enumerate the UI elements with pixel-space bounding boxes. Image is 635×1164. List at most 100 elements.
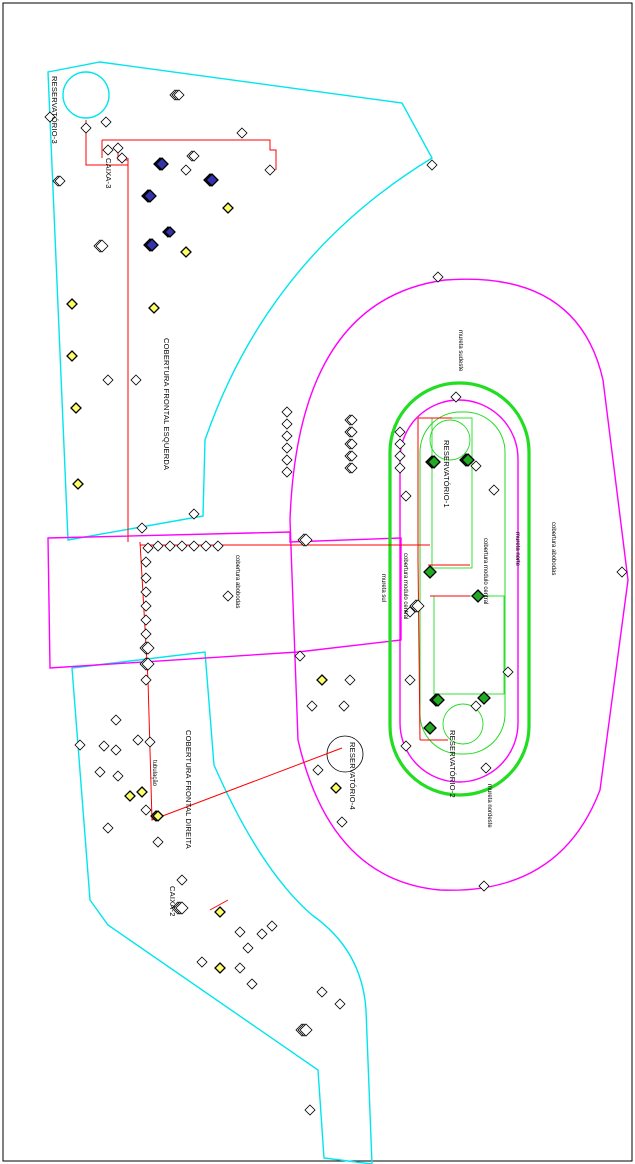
post-marker bbox=[338, 700, 350, 712]
post-marker bbox=[281, 466, 293, 478]
label-tubulacao: tubulação bbox=[151, 760, 157, 787]
post-marker bbox=[136, 786, 148, 798]
post-marker bbox=[234, 926, 246, 938]
label-cobertura-abobodas-2: cobertura abobodas bbox=[550, 522, 556, 575]
modulo-central-outer-outline bbox=[388, 381, 531, 797]
post-marker bbox=[394, 426, 406, 438]
post-marker bbox=[132, 734, 144, 746]
post-marker bbox=[477, 691, 491, 705]
post-marker bbox=[152, 540, 164, 552]
label-reservatorio-2: RESERVATÓRIO-2 bbox=[448, 730, 457, 798]
post-marker bbox=[299, 1023, 313, 1037]
post-marker bbox=[110, 744, 122, 756]
post-marker bbox=[294, 650, 306, 662]
post-marker bbox=[400, 490, 412, 502]
post-marker bbox=[164, 226, 176, 238]
post-marker bbox=[148, 302, 160, 314]
marker-layer bbox=[44, 89, 628, 1116]
post-marker bbox=[140, 556, 152, 568]
post-marker bbox=[54, 175, 66, 187]
post-marker bbox=[152, 810, 164, 822]
post-marker bbox=[212, 540, 224, 552]
post-marker bbox=[344, 674, 356, 686]
post-marker bbox=[616, 566, 628, 578]
post-marker bbox=[141, 641, 155, 655]
label-reservatorio-3: RESERVATÓRIO-3 bbox=[50, 76, 59, 144]
post-marker bbox=[246, 978, 258, 990]
post-marker bbox=[461, 453, 475, 467]
post-marker bbox=[471, 589, 485, 603]
post-marker bbox=[152, 836, 164, 848]
post-marker bbox=[394, 462, 406, 474]
post-marker bbox=[470, 460, 482, 472]
post-marker bbox=[140, 804, 152, 816]
post-marker bbox=[140, 572, 152, 584]
post-marker bbox=[394, 450, 406, 462]
post-marker bbox=[404, 674, 416, 686]
post-marker bbox=[188, 540, 200, 552]
post-marker bbox=[426, 159, 438, 171]
post-marker bbox=[281, 406, 293, 418]
post-marker bbox=[140, 600, 152, 612]
post-marker bbox=[140, 586, 152, 598]
modulo-central-box-2 bbox=[433, 595, 505, 695]
post-marker bbox=[140, 628, 152, 640]
post-marker bbox=[124, 790, 136, 802]
post-marker bbox=[196, 956, 208, 968]
post-marker bbox=[330, 782, 342, 794]
post-marker bbox=[164, 540, 176, 552]
post-marker bbox=[281, 442, 293, 454]
label-caixa-3: CAIXA-3 bbox=[104, 158, 113, 189]
post-marker bbox=[72, 478, 84, 490]
abobodas-connector-outline bbox=[47, 531, 402, 669]
cobertura-frontal-esquerda-outline bbox=[47, 61, 433, 541]
post-marker bbox=[346, 426, 358, 438]
post-marker bbox=[304, 1104, 316, 1116]
post-marker bbox=[155, 157, 169, 171]
post-marker bbox=[222, 590, 234, 602]
label-cobertura-modulo-central-1: cobertura modulo central bbox=[482, 538, 488, 604]
label-cobertura-frontal-direita: COBERTURA FRONTAL DIREITA bbox=[184, 730, 193, 849]
post-marker bbox=[404, 606, 416, 618]
post-marker bbox=[502, 666, 514, 678]
label-cobertura-abobodas-1: cobertura abobodas bbox=[234, 555, 240, 608]
post-marker bbox=[102, 374, 114, 386]
post-marker bbox=[102, 144, 114, 156]
post-marker bbox=[336, 816, 348, 828]
post-marker bbox=[112, 770, 124, 782]
post-marker bbox=[281, 430, 293, 442]
post-marker bbox=[478, 880, 490, 892]
abobodas-stadium-outline bbox=[289, 278, 629, 891]
post-marker bbox=[488, 484, 500, 496]
post-marker bbox=[480, 762, 492, 774]
post-marker bbox=[281, 454, 293, 466]
post-marker bbox=[136, 522, 148, 534]
post-marker bbox=[143, 189, 157, 203]
post-marker bbox=[70, 402, 82, 414]
post-marker bbox=[334, 998, 346, 1010]
post-marker bbox=[281, 418, 293, 430]
abobodas-inner-outline bbox=[399, 399, 519, 783]
post-marker bbox=[205, 173, 219, 187]
post-marker bbox=[242, 942, 254, 954]
post-marker bbox=[264, 164, 276, 176]
label-cobertura-modulo-central-2: cobertura modulo central bbox=[402, 553, 408, 619]
post-marker bbox=[346, 414, 358, 426]
post-marker bbox=[214, 962, 226, 974]
post-marker bbox=[94, 766, 106, 778]
post-marker bbox=[236, 127, 248, 139]
post-marker bbox=[173, 89, 185, 101]
post-marker bbox=[346, 438, 358, 450]
post-marker bbox=[423, 721, 437, 735]
post-marker bbox=[140, 674, 152, 686]
label-reservatorio-4: RESERVATÓRIO-4 bbox=[348, 742, 357, 810]
post-marker bbox=[312, 764, 324, 776]
post-marker bbox=[100, 116, 112, 128]
label-mureta-norte: mureta norte bbox=[514, 532, 520, 567]
post-marker bbox=[176, 874, 188, 886]
post-marker bbox=[102, 822, 114, 834]
post-marker bbox=[299, 533, 313, 547]
modulo-central-inner-outline bbox=[419, 411, 506, 755]
post-marker bbox=[400, 740, 412, 752]
post-marker bbox=[432, 271, 444, 283]
